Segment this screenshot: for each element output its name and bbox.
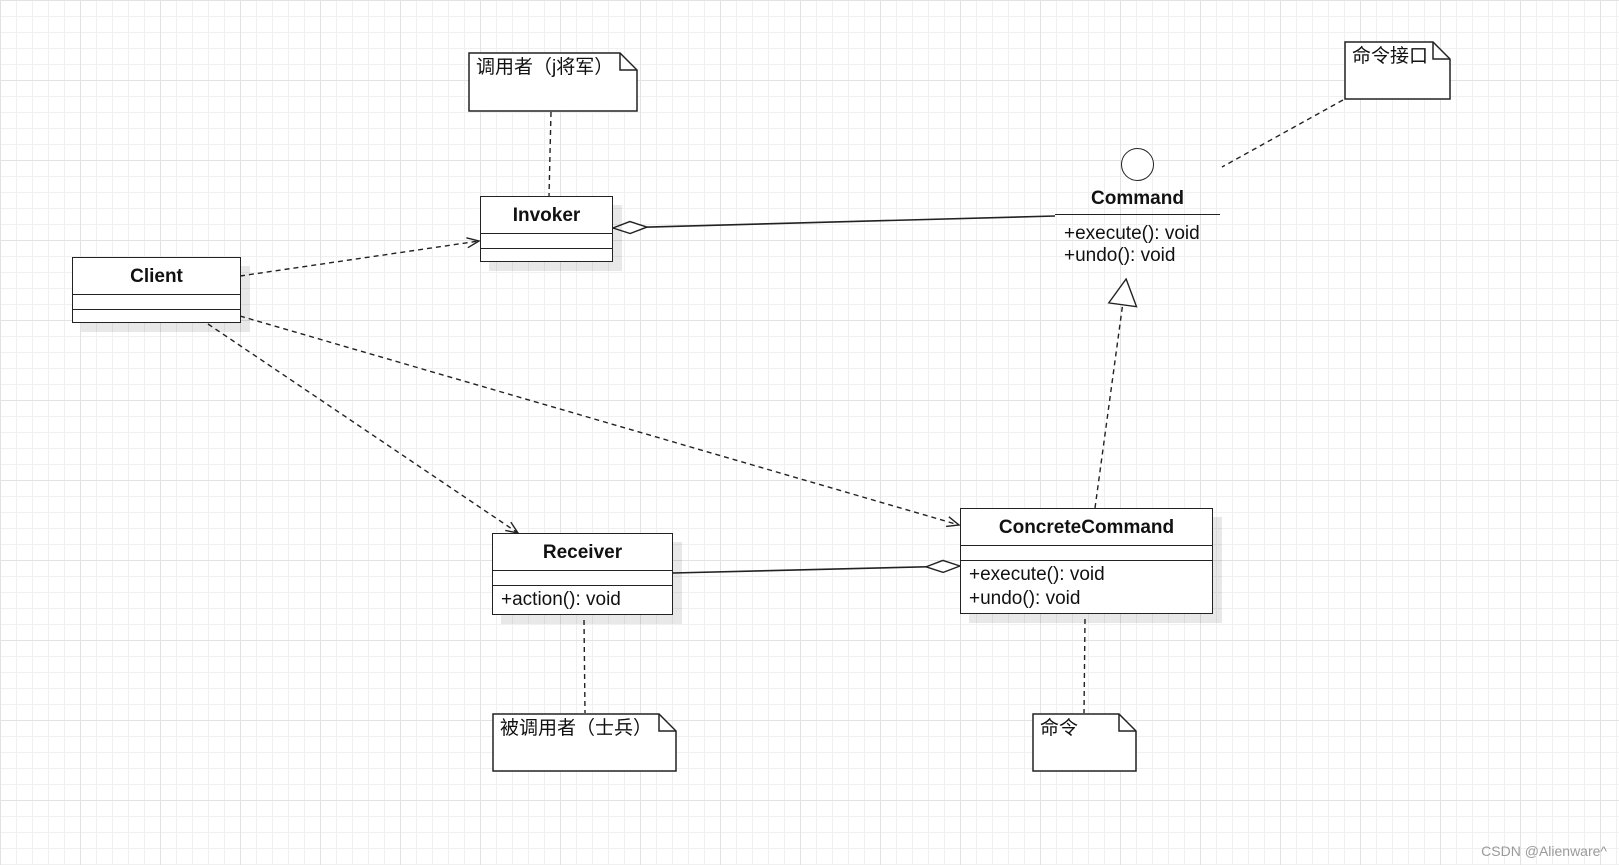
class-name: Invoker <box>481 197 612 234</box>
watermark: CSDN @Alienware^ <box>1481 843 1607 859</box>
note-command-interface[interactable]: 命令接口 <box>1344 41 1451 100</box>
class-receiver[interactable]: Receiver +action(): void <box>492 533 673 615</box>
note-text: 命令接口 <box>1352 46 1429 67</box>
attributes-compartment <box>493 571 672 586</box>
operations-compartment <box>481 249 612 261</box>
note-anchor-command <box>1221 99 1344 168</box>
operation: +execute(): void <box>969 564 1105 585</box>
operation: +execute(): void <box>1064 223 1200 244</box>
interface-command[interactable]: Command +execute(): void +undo(): void <box>1055 148 1220 273</box>
dependency-client-invoker <box>239 241 479 277</box>
interface-operations: +execute(): void +undo(): void <box>1064 223 1200 267</box>
attributes-compartment <box>481 234 612 249</box>
class-invoker[interactable]: Invoker <box>480 196 613 262</box>
class-client[interactable]: Client <box>72 257 241 323</box>
note-text: 调用者（j将军） <box>476 57 614 78</box>
aggregation-invoker-command <box>613 215 1056 228</box>
realization-concretecommand-command <box>1094 280 1126 509</box>
dependency-client-receiver <box>207 323 518 533</box>
note-receiver[interactable]: 被调用者（士兵） <box>492 713 677 772</box>
note-shape <box>1344 41 1451 100</box>
attributes-compartment <box>73 295 240 310</box>
note-anchor-invoker <box>548 111 552 197</box>
note-anchor-concretecommand <box>1083 618 1086 714</box>
note-shape <box>1032 713 1137 772</box>
note-text: 被调用者（士兵） <box>500 718 653 739</box>
operation: +undo(): void <box>1064 245 1176 266</box>
note-anchor-receiver <box>583 619 586 714</box>
attributes-compartment <box>961 546 1212 561</box>
class-name: Receiver <box>493 534 672 571</box>
class-name: Client <box>73 258 240 295</box>
operation: +action(): void <box>501 589 621 610</box>
note-shape <box>492 713 677 772</box>
aggregation-concretecommand-receiver <box>672 566 960 574</box>
interface-circle-icon <box>1121 148 1154 181</box>
operations-compartment: +execute(): void +undo(): void <box>961 561 1212 613</box>
interface-name: Command <box>1055 188 1220 215</box>
class-concretecommand[interactable]: ConcreteCommand +execute(): void +undo()… <box>960 508 1213 614</box>
dependency-client-concretecommand <box>239 315 959 525</box>
operations-compartment: +action(): void <box>493 586 672 614</box>
class-name: ConcreteCommand <box>961 509 1212 546</box>
operations-compartment <box>73 310 240 322</box>
operation: +undo(): void <box>969 588 1081 609</box>
note-invoker[interactable]: 调用者（j将军） <box>468 52 638 112</box>
note-shape <box>468 52 638 112</box>
note-text: 命令 <box>1040 718 1079 739</box>
note-concretecommand[interactable]: 命令 <box>1032 713 1137 772</box>
